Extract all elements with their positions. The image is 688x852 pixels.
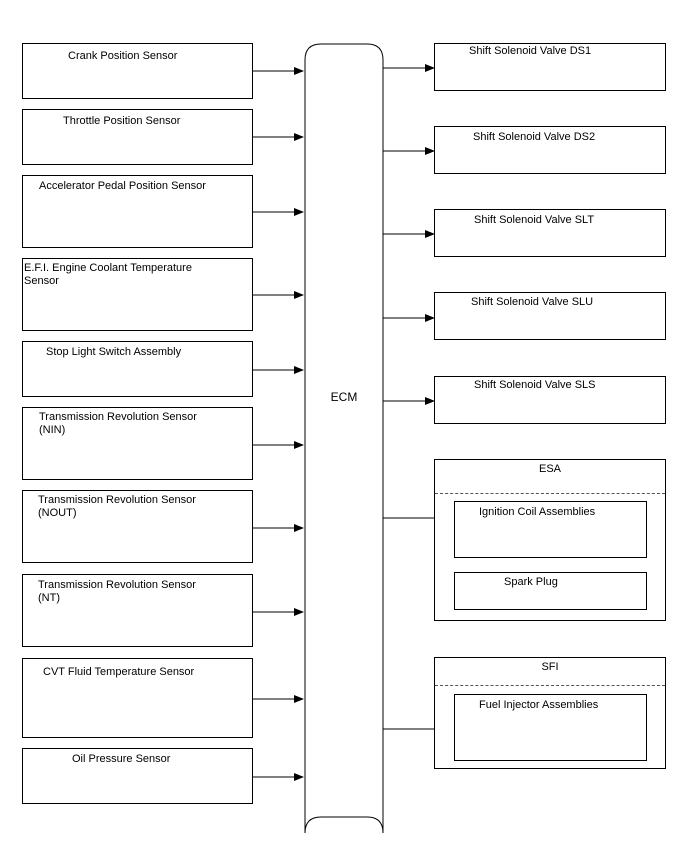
spark-plug-box: Spark Plug (454, 572, 647, 610)
input-label: Crank Position Sensor (68, 50, 178, 62)
input-label: Transmission Revolution Sensor (NIN) (39, 411, 197, 436)
output-box-shift-solenoid-ds2: Shift Solenoid Valve DS2 (434, 126, 666, 174)
output-box-shift-solenoid-sls: Shift Solenoid Valve SLS (434, 376, 666, 424)
input-box-cvt-fluid-temperature-sensor: CVT Fluid Temperature Sensor (22, 658, 253, 738)
output-label: Shift Solenoid Valve SLU (471, 296, 594, 308)
input-box-engine-coolant-temperature-sensor: E.F.I. Engine Coolant Temperature Sensor (22, 258, 253, 331)
output-label: Shift Solenoid Valve DS1 (469, 45, 592, 57)
ignition-coil-assemblies-box: Ignition Coil Assemblies (454, 501, 647, 558)
output-label: Shift Solenoid Valve DS2 (473, 131, 596, 143)
input-box-oil-pressure-sensor: Oil Pressure Sensor (22, 748, 253, 804)
input-label: Accelerator Pedal Position Sensor (39, 180, 206, 192)
input-label: Throttle Position Sensor (63, 115, 181, 127)
input-box-transmission-revolution-sensor-nt: Transmission Revolution Sensor (NT) (22, 574, 253, 647)
sfi-title: SFI (541, 661, 559, 673)
output-box-shift-solenoid-ds1: Shift Solenoid Valve DS1 (434, 43, 666, 91)
input-box-throttle-position-sensor: Throttle Position Sensor (22, 109, 253, 165)
fuel-injector-assemblies-box: Fuel Injector Assemblies (454, 694, 647, 761)
input-box-transmission-revolution-sensor-nin: Transmission Revolution Sensor (NIN) (22, 407, 253, 480)
fuel-injector-label: Fuel Injector Assemblies (479, 699, 599, 711)
input-box-transmission-revolution-sensor-nout: Transmission Revolution Sensor (NOUT) (22, 490, 253, 563)
input-label: E.F.I. Engine Coolant Temperature Sensor (24, 262, 192, 287)
input-box-stop-light-switch-assembly: Stop Light Switch Assembly (22, 341, 253, 397)
input-label: Oil Pressure Sensor (72, 753, 171, 765)
input-box-accelerator-pedal-position-sensor: Accelerator Pedal Position Sensor (22, 175, 253, 248)
spark-plug-label: Spark Plug (504, 576, 558, 588)
input-label: Stop Light Switch Assembly (46, 346, 182, 358)
esa-title: ESA (538, 463, 561, 475)
esa-divider (435, 493, 665, 494)
ecm-scroll-shape (304, 43, 384, 834)
input-label: Transmission Revolution Sensor (NT) (38, 579, 196, 604)
output-label: Shift Solenoid Valve SLS (474, 379, 596, 391)
input-box-crank-position-sensor: Crank Position Sensor (22, 43, 253, 99)
output-label: Shift Solenoid Valve SLT (474, 214, 595, 226)
input-label: CVT Fluid Temperature Sensor (43, 666, 195, 678)
ignition-coil-label: Ignition Coil Assemblies (479, 506, 596, 518)
ecm-label: ECM (330, 390, 358, 404)
output-box-shift-solenoid-slt: Shift Solenoid Valve SLT (434, 209, 666, 257)
input-label: Transmission Revolution Sensor (NOUT) (38, 494, 196, 519)
sfi-divider (435, 685, 665, 686)
output-box-shift-solenoid-slu: Shift Solenoid Valve SLU (434, 292, 666, 340)
